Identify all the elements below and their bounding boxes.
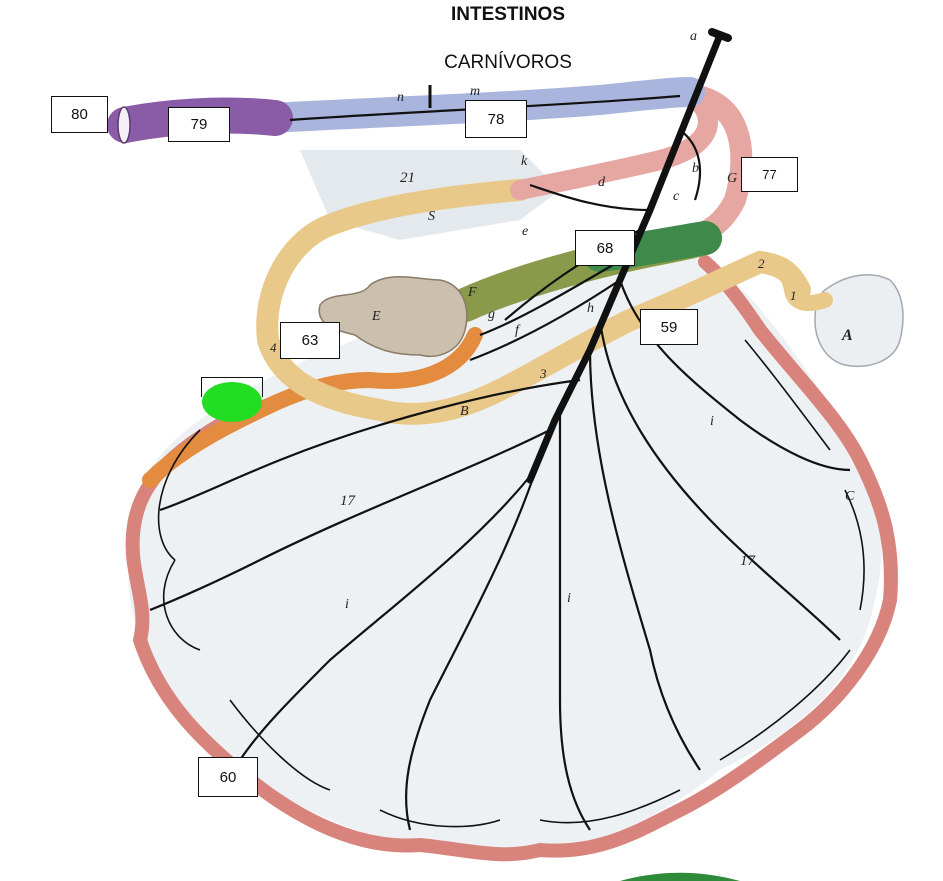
letter-i-3: i — [567, 591, 571, 606]
letter-d: d — [598, 175, 606, 190]
letter-g: g — [488, 307, 495, 322]
letter-B: B — [460, 404, 469, 419]
figure-letters: a b c d e f g h i i i k m n A B C E F G … — [270, 29, 855, 612]
letter-k: k — [521, 154, 528, 169]
label-box-59: 59 — [640, 309, 698, 345]
letter-S: S — [428, 209, 435, 224]
page-title: INTESTINOS — [450, 4, 565, 25]
jejunum — [125, 255, 898, 862]
letter-m: m — [470, 84, 480, 99]
label-box-80: 80 — [51, 96, 108, 133]
letter-f: f — [515, 323, 521, 338]
number-1: 1 — [790, 288, 797, 303]
letter-b: b — [692, 161, 699, 176]
letter-E: E — [371, 309, 381, 324]
label-box-78: 78 — [465, 100, 527, 138]
number-17-right: 17 — [740, 553, 757, 569]
letter-n: n — [397, 90, 404, 105]
stomach-A — [814, 274, 904, 367]
number-3: 3 — [539, 366, 547, 381]
label-box-63: 63 — [280, 322, 340, 359]
label-box-77: 77 — [741, 157, 798, 192]
letter-c: c — [673, 189, 680, 204]
letter-a: a — [690, 29, 697, 44]
vessel-arcades — [157, 339, 865, 828]
label-box-79: 79 — [168, 107, 230, 142]
label-box-68: 68 — [575, 230, 635, 266]
letter-A: A — [841, 327, 853, 344]
cecum — [318, 275, 468, 357]
letter-i-1: i — [710, 414, 714, 429]
letter-F: F — [467, 285, 477, 300]
bottom-green-shape — [620, 872, 740, 881]
label-box-hidden — [201, 377, 263, 397]
ileum-tail — [752, 254, 833, 311]
vessel-branches — [149, 94, 851, 831]
letter-i-2: i — [345, 597, 349, 612]
letter-e: e — [522, 224, 528, 239]
number-2: 2 — [758, 256, 765, 271]
highlight-marker — [202, 382, 262, 422]
letter-G: G — [727, 171, 737, 186]
letter-h: h — [587, 301, 594, 316]
vessel-top-cap — [708, 28, 732, 42]
mesenteric-artery — [526, 31, 724, 484]
anus-opening — [117, 106, 131, 144]
number-17-left: 17 — [340, 493, 357, 509]
label-box-60: 60 — [198, 757, 258, 797]
descending-colon — [255, 77, 705, 133]
ileum — [256, 179, 811, 425]
letter-C: C — [845, 489, 855, 504]
number-4: 4 — [270, 340, 277, 355]
page-subtitle: CARNÍVOROS — [444, 52, 572, 73]
number-21: 21 — [400, 170, 415, 186]
